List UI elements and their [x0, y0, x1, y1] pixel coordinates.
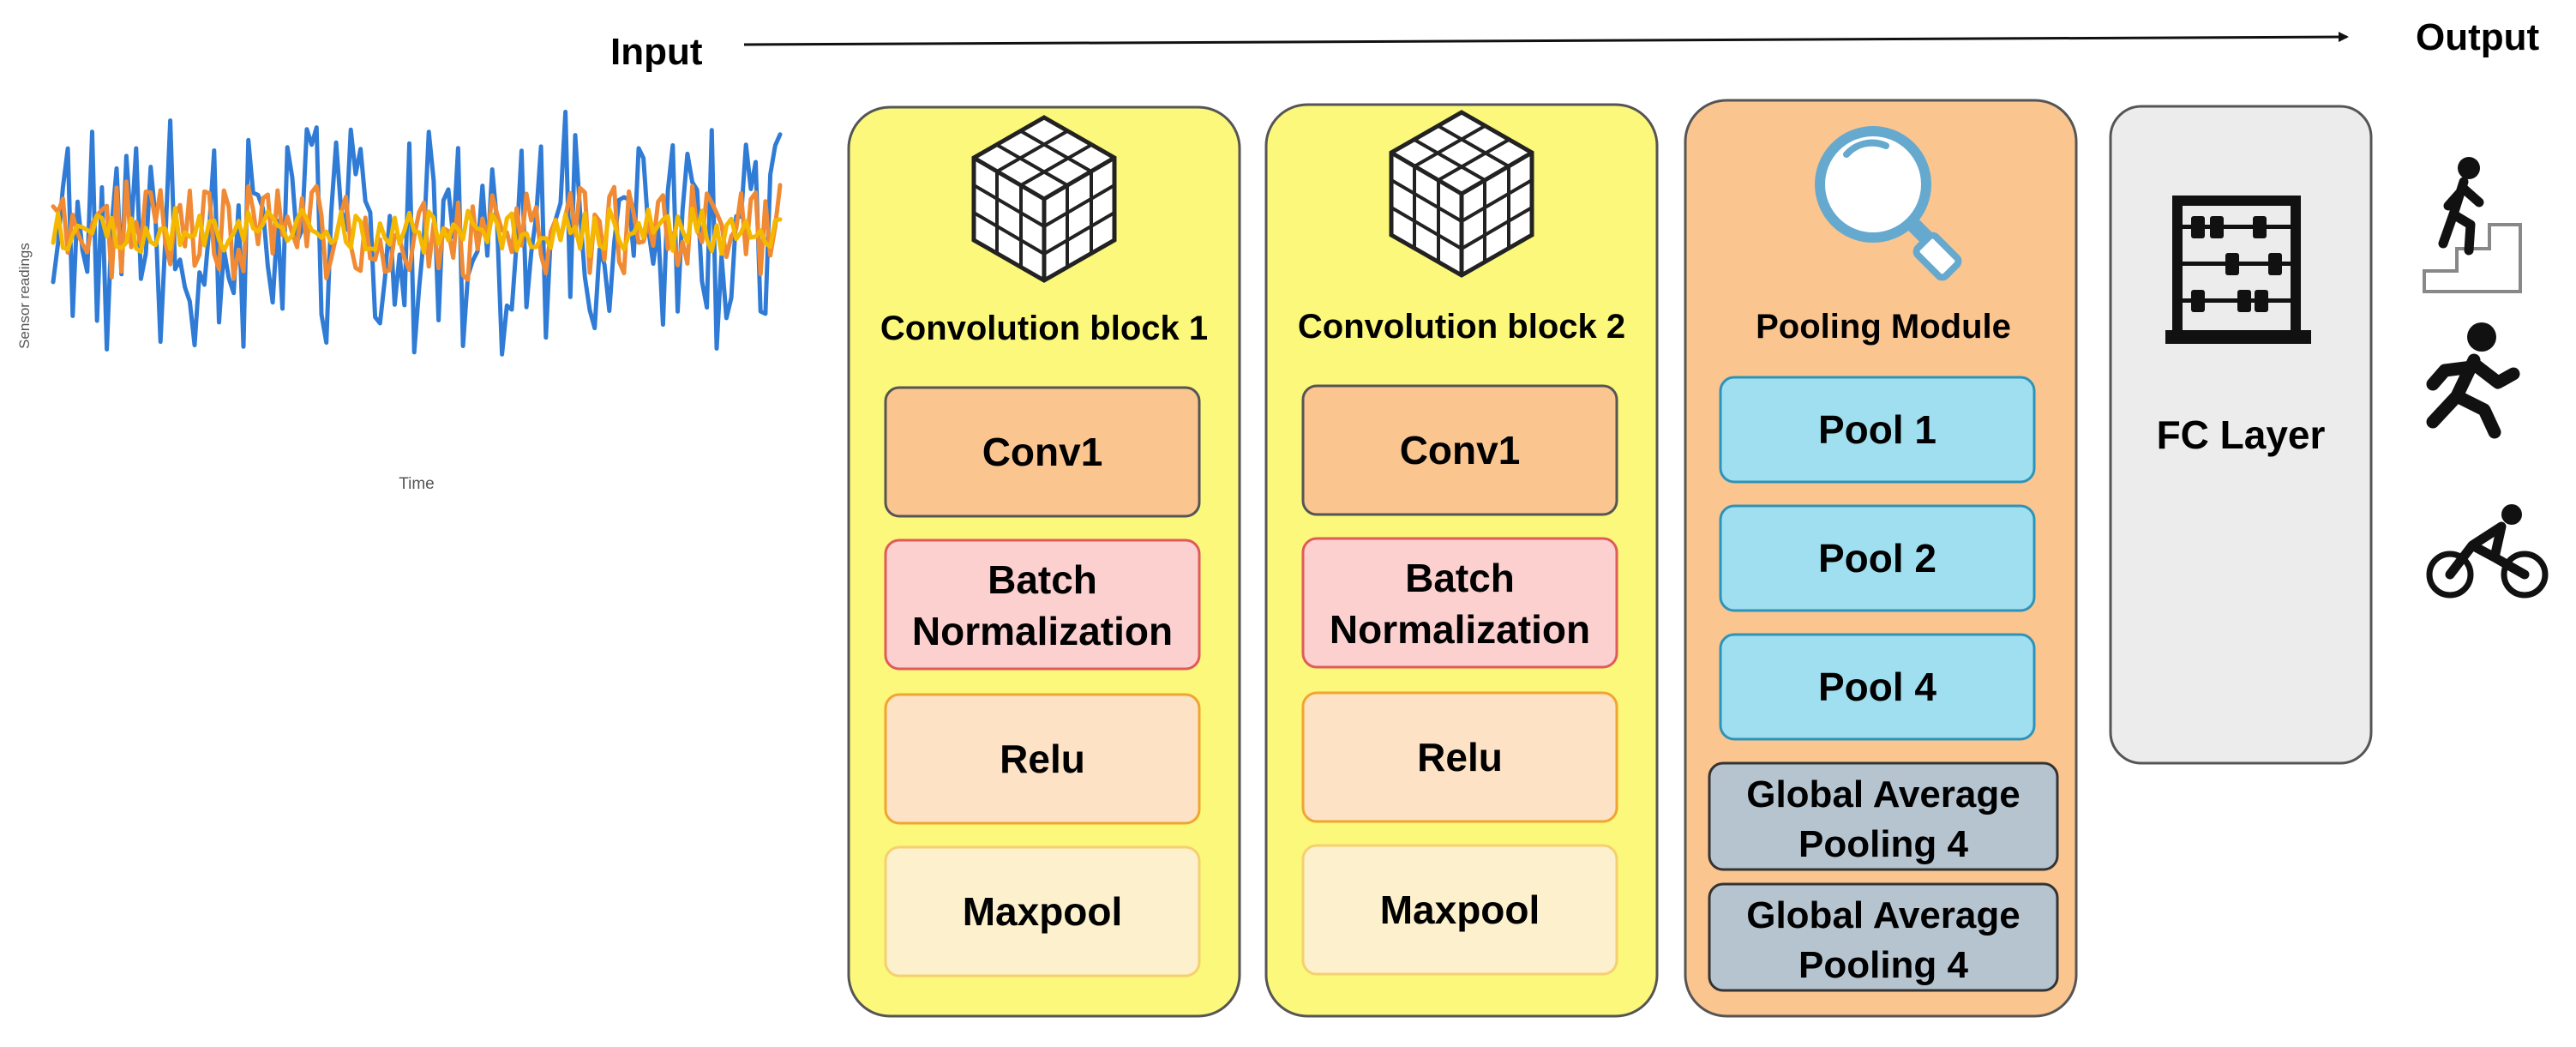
layer-maxpool: Maxpool: [1301, 844, 1618, 976]
block-title: FC Layer: [2157, 412, 2326, 457]
pool-4: Pool 4: [1719, 633, 2036, 741]
layer-label: Relu: [1000, 737, 1085, 781]
layer-label: Maxpool: [963, 889, 1123, 934]
cycling-icon: [2426, 504, 2549, 599]
flow-arrow: [743, 32, 2349, 46]
plot-y-axis-label: Sensor readings: [16, 243, 33, 349]
cube-icon: [971, 115, 1117, 283]
running-icon: [2426, 322, 2520, 439]
layer-label: Global Average: [1746, 894, 2021, 936]
layer-label-line2: Pooling 4: [1798, 944, 1969, 986]
layer-label: Pool 2: [1818, 536, 1937, 581]
layer-label-line2: Pooling 4: [1798, 823, 1969, 865]
layer-label: Conv1: [1400, 428, 1521, 472]
layer-label-line2: Normalization: [912, 609, 1173, 653]
convolution-block-2: Convolution block 2 Conv1 Batch Normaliz…: [1264, 103, 1659, 1018]
layer-label: Global Average: [1746, 773, 2021, 815]
layer-maxpool: Maxpool: [884, 845, 1201, 978]
output-label: Output: [2416, 16, 2540, 58]
pool-2: Pool 2: [1719, 504, 2036, 612]
global-average-pooling-1: Global Average Pooling 4: [1708, 761, 2059, 871]
layer-conv1: Conv1: [884, 386, 1201, 518]
cube-icon: [1389, 110, 1534, 278]
layer-label: Batch: [1405, 556, 1515, 600]
layer-label: Maxpool: [1380, 888, 1540, 932]
layer-batch-normalization: Batch Normalization: [884, 539, 1201, 671]
input-signal-plot: Sensor readings Time: [16, 110, 783, 493]
layer-conv1: Conv1: [1301, 384, 1618, 516]
layer-label: Relu: [1417, 735, 1503, 779]
block-title: Pooling Module: [1756, 308, 2011, 346]
layer-batch-normalization: Batch Normalization: [1301, 537, 1618, 669]
layer-label: Pool 1: [1818, 407, 1937, 452]
fc-layer-block: FC Layer: [2109, 105, 2373, 765]
pool-1: Pool 1: [1719, 376, 2036, 484]
stairs-climbing-icon: [2423, 157, 2522, 293]
layer-label: Conv1: [982, 430, 1103, 474]
input-label: Input: [610, 31, 703, 73]
layer-label: Batch: [988, 557, 1097, 602]
pooling-module: Pooling Module Pool 1 Pool 2 Pool 4 Glob…: [1684, 99, 2078, 1018]
layer-label-line2: Normalization: [1330, 607, 1590, 652]
signal-series-3: [51, 206, 783, 259]
block-title: Convolution block 1: [880, 310, 1208, 347]
global-average-pooling-2: Global Average Pooling 4: [1708, 882, 2059, 992]
layer-relu: Relu: [1301, 691, 1618, 823]
plot-x-axis-label: Time: [399, 475, 435, 493]
convolution-block-1: Convolution block 1 Conv1 Batch Normaliz…: [847, 105, 1241, 1018]
abacus-icon: [2165, 196, 2311, 344]
block-title: Convolution block 2: [1298, 308, 1625, 346]
layer-label: Pool 4: [1818, 665, 1937, 709]
magnifier-icon: [1815, 126, 1962, 281]
layer-relu: Relu: [884, 693, 1201, 825]
